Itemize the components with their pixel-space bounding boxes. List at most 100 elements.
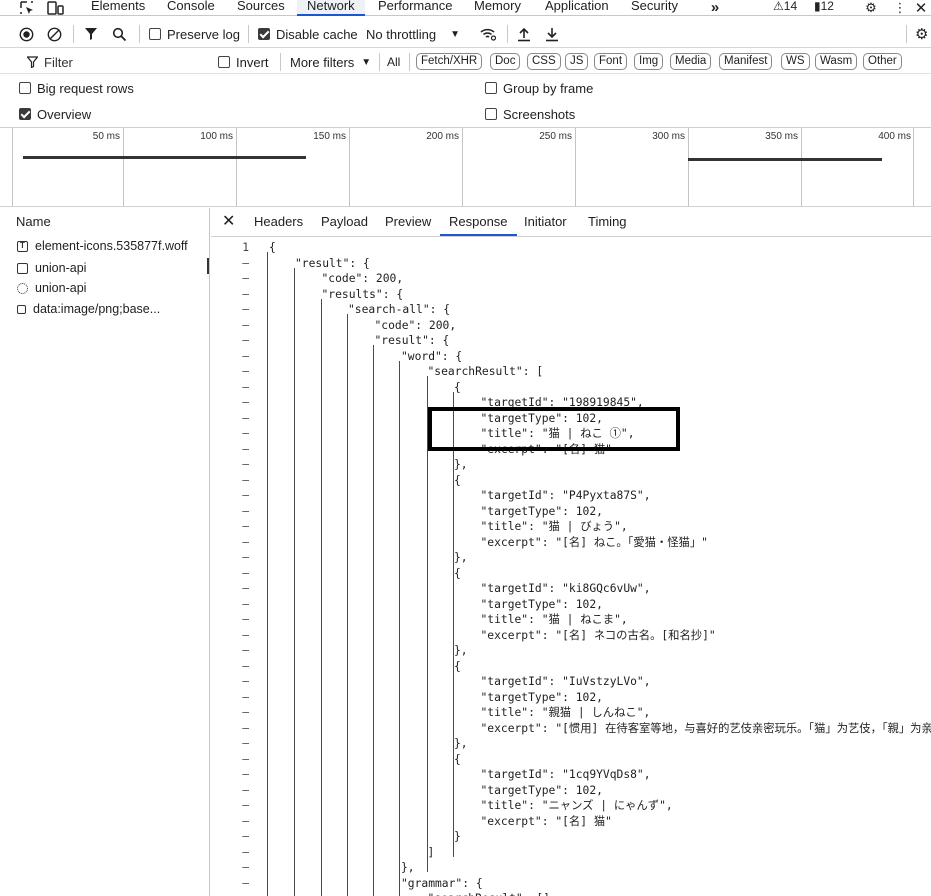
tab-security[interactable]: Security: [631, 0, 678, 13]
type-filter-ws[interactable]: WS: [781, 53, 810, 70]
line-number[interactable]: –: [242, 396, 249, 409]
export-har-button[interactable]: [545, 22, 559, 46]
network-conditions-button[interactable]: [479, 22, 497, 46]
line-number[interactable]: –: [242, 256, 249, 270]
more-filters-dropdown[interactable]: More filters ▼: [290, 50, 371, 74]
preserve-log-checkbox[interactable]: Preserve log: [149, 22, 240, 46]
request-row[interactable]: T element-icons.535877f.woff: [0, 236, 188, 256]
line-number[interactable]: –: [242, 334, 249, 347]
network-overview-timeline[interactable]: 50 ms 100 ms 150 ms 200 ms 250 ms 300 ms…: [0, 127, 931, 207]
line-number[interactable]: –: [242, 706, 249, 719]
import-har-button[interactable]: [517, 22, 531, 46]
more-tabs-icon[interactable]: »: [710, 0, 720, 16]
tab-preview[interactable]: Preview: [385, 214, 432, 229]
tab-response[interactable]: Response: [440, 208, 517, 236]
line-number[interactable]: –: [242, 303, 249, 316]
line-number[interactable]: –: [242, 349, 249, 363]
line-number[interactable]: –: [242, 876, 249, 890]
device-toolbar-icon[interactable]: [46, 0, 66, 15]
line-number[interactable]: –: [242, 566, 249, 580]
line-number[interactable]: –: [242, 272, 249, 285]
request-row[interactable]: union-api: [0, 258, 86, 278]
request-row[interactable]: union-api: [0, 278, 86, 298]
more-options-icon[interactable]: ⋮: [893, 0, 907, 15]
line-number[interactable]: –: [242, 427, 249, 440]
tab-initiator[interactable]: Initiator: [524, 214, 567, 229]
line-number[interactable]: –: [242, 814, 249, 828]
close-devtools-icon[interactable]: ✕: [914, 0, 928, 17]
warnings-badge[interactable]: ⚠14: [773, 0, 797, 13]
tab-headers[interactable]: Headers: [254, 214, 304, 229]
type-filter-font[interactable]: Font: [594, 53, 628, 70]
throttling-select[interactable]: No throttling ▼: [366, 22, 460, 46]
tab-sources[interactable]: Sources: [237, 0, 285, 13]
tab-console[interactable]: Console: [167, 0, 215, 13]
filter-toggle-button[interactable]: [84, 22, 98, 46]
line-number[interactable]: –: [242, 721, 249, 735]
line-number[interactable]: –: [242, 830, 249, 843]
line-number[interactable]: –: [242, 675, 249, 688]
line-number[interactable]: –: [242, 752, 249, 766]
screenshots-checkbox[interactable]: Screenshots: [485, 105, 575, 123]
line-number[interactable]: –: [242, 628, 249, 642]
line-number[interactable]: –: [242, 737, 249, 750]
line-number[interactable]: –: [242, 613, 249, 626]
line-number[interactable]: –: [242, 520, 249, 533]
tab-memory[interactable]: Memory: [474, 0, 521, 13]
request-row[interactable]: data:image/png;base...: [0, 299, 160, 319]
tab-elements[interactable]: Elements: [91, 0, 146, 13]
line-number[interactable]: –: [242, 489, 249, 502]
search-button[interactable]: [112, 22, 127, 46]
name-column-header[interactable]: Name: [16, 214, 51, 229]
line-number[interactable]: –: [242, 597, 249, 611]
tab-performance[interactable]: Performance: [378, 0, 453, 13]
type-filter-img[interactable]: Img: [634, 53, 664, 70]
line-number[interactable]: 1: [242, 241, 249, 254]
close-detail-icon[interactable]: ✕: [222, 213, 236, 230]
tab-network[interactable]: Network: [297, 0, 365, 16]
line-number[interactable]: –: [242, 318, 249, 332]
network-settings-gear-icon[interactable]: ⚙: [915, 26, 929, 43]
line-number[interactable]: –: [242, 799, 249, 812]
line-number[interactable]: –: [242, 458, 249, 471]
tab-timing[interactable]: Timing: [588, 214, 627, 229]
type-filter-doc[interactable]: Doc: [490, 53, 521, 70]
overview-checkbox[interactable]: Overview: [19, 105, 91, 123]
type-filter-fetch-xhr[interactable]: Fetch/XHR: [416, 53, 483, 70]
type-filter-media[interactable]: Media: [670, 53, 712, 70]
line-number[interactable]: –: [211, 891, 249, 896]
line-number[interactable]: –: [242, 582, 249, 595]
type-filter-js[interactable]: JS: [565, 53, 589, 70]
type-filter-manifest[interactable]: Manifest: [719, 53, 773, 70]
record-button[interactable]: [19, 22, 34, 46]
line-number[interactable]: –: [242, 473, 249, 487]
type-filter-other[interactable]: Other: [863, 53, 902, 70]
invert-checkbox[interactable]: Invert: [218, 50, 269, 74]
line-number[interactable]: –: [242, 287, 249, 301]
issues-badge[interactable]: ▮12: [814, 0, 834, 13]
line-number[interactable]: –: [242, 783, 249, 797]
line-number[interactable]: –: [242, 659, 249, 673]
type-filter-all[interactable]: All: [387, 55, 401, 69]
line-number[interactable]: –: [242, 861, 249, 874]
settings-gear-icon[interactable]: ⚙: [865, 0, 877, 15]
line-number[interactable]: –: [242, 768, 249, 781]
response-code-view[interactable]: 1{–"result": {–"code": 200,–"results": {…: [211, 238, 931, 896]
line-number[interactable]: –: [242, 845, 249, 859]
type-filter-wasm[interactable]: Wasm: [815, 53, 858, 70]
clear-button[interactable]: [47, 22, 62, 46]
tab-application[interactable]: Application: [545, 0, 609, 13]
tab-payload[interactable]: Payload: [321, 214, 368, 229]
filter-input[interactable]: Filter: [27, 50, 73, 74]
line-number[interactable]: –: [242, 365, 249, 378]
line-number[interactable]: –: [242, 644, 249, 657]
column-resize-handle[interactable]: [207, 258, 209, 274]
big-request-rows-checkbox[interactable]: Big request rows: [19, 79, 134, 97]
line-number[interactable]: –: [242, 504, 249, 518]
group-by-frame-checkbox[interactable]: Group by frame: [485, 79, 593, 97]
line-number[interactable]: –: [242, 442, 249, 456]
line-number[interactable]: –: [242, 690, 249, 704]
line-number[interactable]: –: [242, 380, 249, 394]
disable-cache-checkbox[interactable]: Disable cache: [258, 22, 358, 46]
type-filter-css[interactable]: CSS: [527, 53, 561, 70]
